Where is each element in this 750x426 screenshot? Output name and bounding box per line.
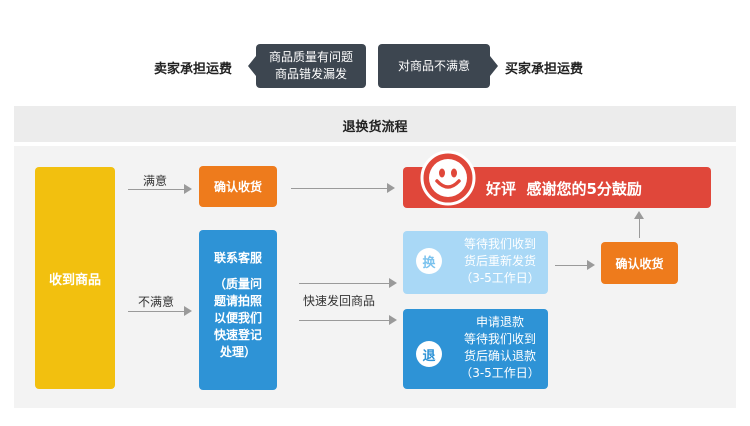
contact-note-line: 题请拍照	[213, 294, 262, 308]
arrow-right-icon	[490, 56, 498, 76]
contact-note-line: 快速登记	[213, 328, 262, 342]
unsatisfied-arrow-line	[128, 311, 186, 312]
seller-pays-shipping-label: 卖家承担运费	[154, 62, 233, 77]
arrow-right-icon	[389, 278, 397, 288]
arrow-up-icon	[634, 211, 644, 219]
contact-service-note: （质量问 题请拍照 以便我们 快速登记 处理）	[199, 276, 277, 361]
return-goods-label: 快速发回商品	[303, 294, 376, 308]
quality-issue-box: 商品质量有问题 商品错发漏发	[256, 44, 366, 88]
confirm-to-review-line	[291, 188, 389, 189]
exchange-text-line: 等待我们收到	[463, 237, 536, 251]
contact-note-line: （质量问	[213, 277, 262, 291]
refund-text-line: 货后确认退款	[463, 349, 536, 363]
confirm-receipt-text: 确认收货	[213, 180, 262, 194]
exchange-text: 等待我们收到 货后重新发货 （3-5工作日）	[456, 236, 544, 287]
refund-text: 申请退款 等待我们收到 货后确认退款 （3-5工作日）	[452, 314, 548, 382]
good-review-text: 好评 感谢您的5分鼓励	[486, 180, 642, 198]
unsatisfied-text: 对商品不满意	[397, 58, 470, 73]
confirm-to-review-up-line	[639, 218, 640, 238]
arrow-right-icon	[389, 315, 397, 325]
refund-text-line: 申请退款	[475, 315, 524, 329]
unsatisfied-label: 不满意	[138, 295, 175, 309]
exchange-text-line: 货后重新发货	[463, 254, 536, 268]
quality-issue-line2: 商品错发漏发	[274, 67, 347, 81]
contact-note-line: 处理）	[219, 345, 256, 359]
arrow-right-icon	[184, 184, 192, 194]
satisfied-label: 满意	[143, 174, 168, 188]
contact-service-title: 联系客服	[213, 251, 262, 265]
exchange-to-confirm-line	[555, 265, 589, 266]
confirm-receipt-2-text: 确认收货	[615, 256, 664, 271]
buyer-pays-shipping-label: 买家承担运费	[505, 62, 584, 77]
confirm-receipt-button-2: 确认收货	[601, 242, 678, 284]
return-to-refund-line	[299, 320, 391, 321]
title-band	[14, 106, 736, 142]
received-goods-text: 收到商品	[48, 272, 101, 288]
satisfied-arrow-line	[128, 189, 186, 190]
exchange-icon-char: 换	[422, 255, 436, 271]
exchange-icon: 换	[416, 248, 442, 274]
arrow-left-icon	[248, 56, 256, 76]
quality-issue-line1: 商品质量有问题	[268, 50, 353, 64]
page-title: 退换货流程	[342, 120, 408, 135]
return-to-exchange-line	[299, 283, 391, 284]
refund-text-line: （3-5工作日）	[460, 366, 540, 380]
received-goods-box: 收到商品	[35, 167, 115, 389]
contact-service-box: 联系客服 （质量问 题请拍照 以便我们 快速登记 处理）	[199, 230, 277, 390]
unsatisfied-box: 对商品不满意	[378, 44, 490, 88]
arrow-right-icon	[587, 260, 595, 270]
refund-icon-char: 退	[422, 348, 436, 364]
smiley-face-icon	[420, 150, 476, 206]
arrow-right-icon	[184, 306, 192, 316]
exchange-text-line: （3-5工作日）	[460, 271, 540, 285]
contact-note-line: 以便我们	[213, 311, 262, 325]
confirm-receipt-button: 确认收货	[199, 166, 277, 207]
refund-text-line: 等待我们收到	[463, 332, 536, 346]
refund-icon: 退	[416, 341, 442, 367]
arrow-right-icon	[387, 183, 395, 193]
